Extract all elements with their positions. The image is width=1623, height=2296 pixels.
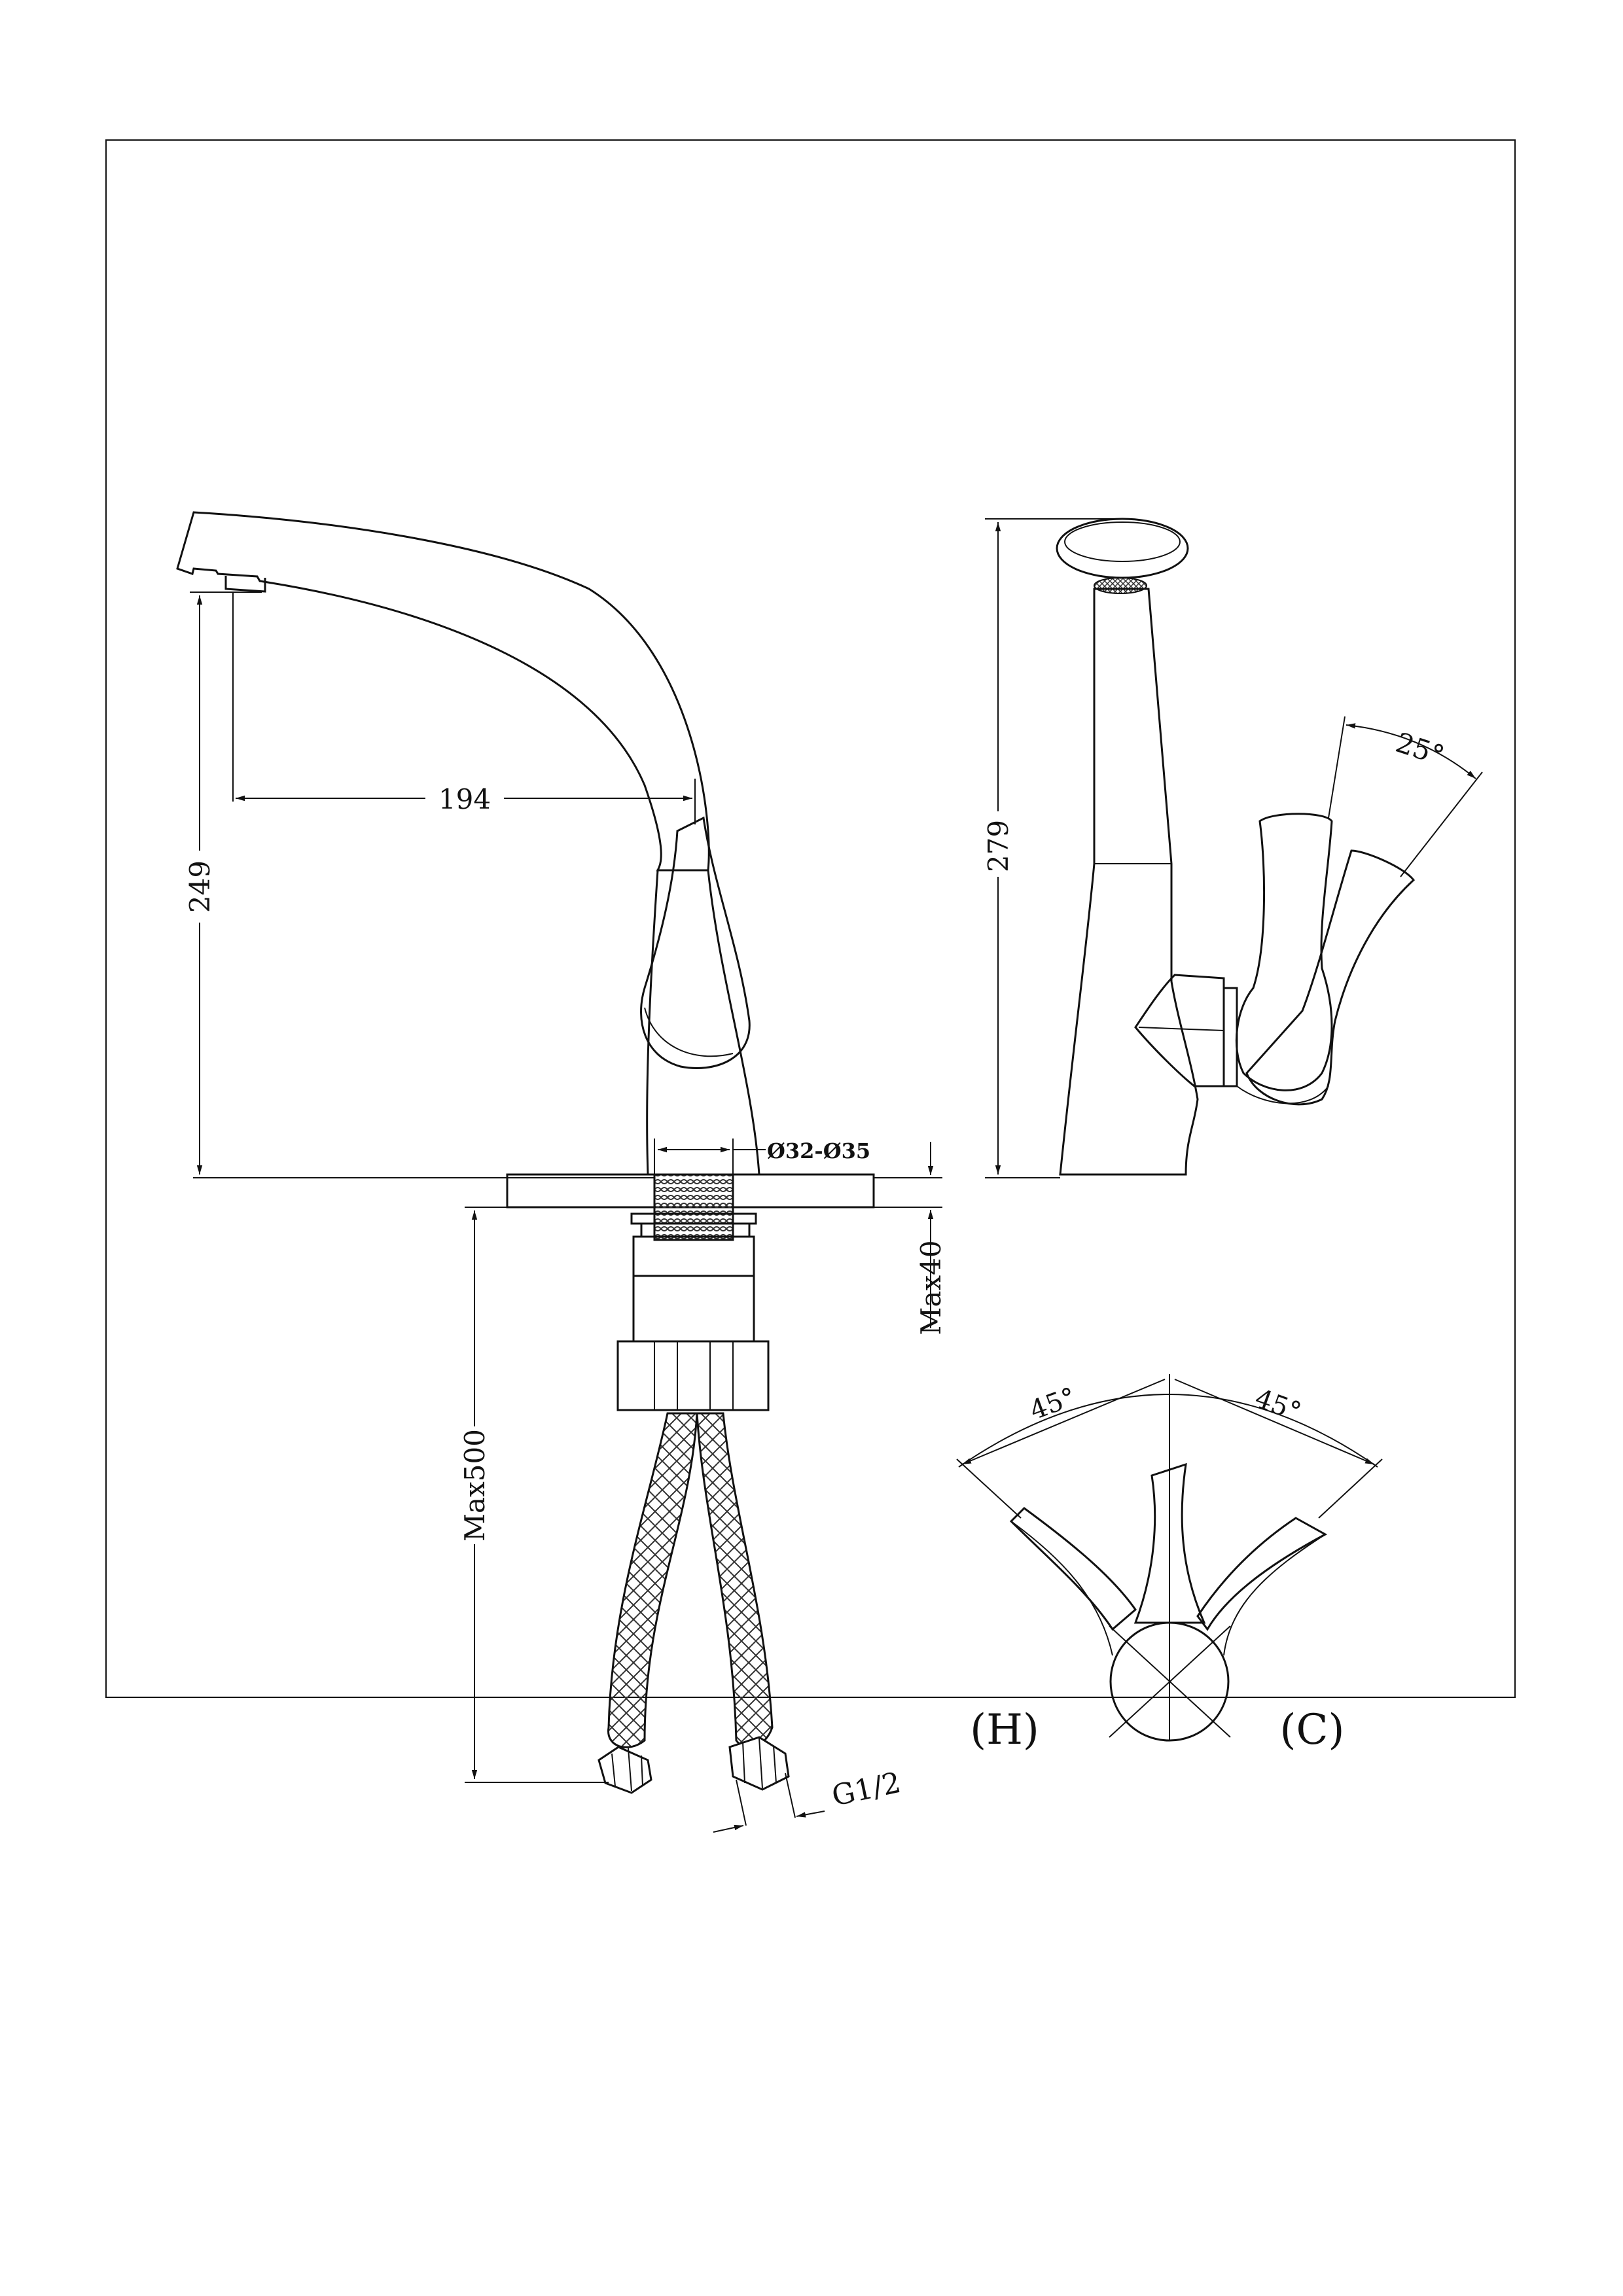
hose-fitting-right xyxy=(728,1736,790,1791)
top-view: 45° 45° (H) (C) xyxy=(956,1374,1383,1754)
side-view: 279 25° xyxy=(982,518,1483,1178)
hose-left xyxy=(607,1412,698,1748)
dim-spout-reach: 194 xyxy=(438,783,491,815)
dim-total-height: 279 xyxy=(982,820,1014,872)
mounting-nut xyxy=(632,1235,755,1277)
dim-lever-angle: 25° xyxy=(1392,726,1448,772)
angle-left: 45° xyxy=(1026,1382,1080,1426)
spout-head xyxy=(1056,518,1189,579)
dim-connection-thread: G1/2 xyxy=(829,1766,904,1813)
angle-right: 45° xyxy=(1251,1383,1305,1427)
dim-max-hose-length: Max500 xyxy=(459,1429,491,1542)
front-view: 194 249 Ø32-Ø35 Max40 Max500 G1/2 xyxy=(176,511,947,1833)
aerator xyxy=(1094,577,1147,594)
top-handle-cold xyxy=(1196,1517,1328,1631)
dim-max-counter-thickness: Max40 xyxy=(915,1240,947,1335)
lever-pivot xyxy=(1134,974,1225,1087)
label-cold: (C) xyxy=(1280,1706,1345,1754)
faucet-spout xyxy=(176,511,710,872)
page-border xyxy=(105,139,1516,1698)
label-hot: (H) xyxy=(970,1706,1039,1754)
dim-outlet-height: 249 xyxy=(184,860,216,913)
threaded-shank xyxy=(653,1173,734,1241)
top-handle-hot xyxy=(1009,1507,1137,1631)
hose-fitting-left xyxy=(597,1746,652,1794)
lever-upright xyxy=(1235,813,1333,1091)
side-body xyxy=(1059,588,1199,1176)
dim-hole-diameter: Ø32-Ø35 xyxy=(767,1139,870,1163)
hex-coupling xyxy=(616,1340,770,1411)
top-center-spout xyxy=(1133,1462,1206,1624)
spout-outlet xyxy=(224,576,266,593)
faucet-handle xyxy=(640,816,751,1069)
lever-tilted xyxy=(1245,849,1416,1106)
